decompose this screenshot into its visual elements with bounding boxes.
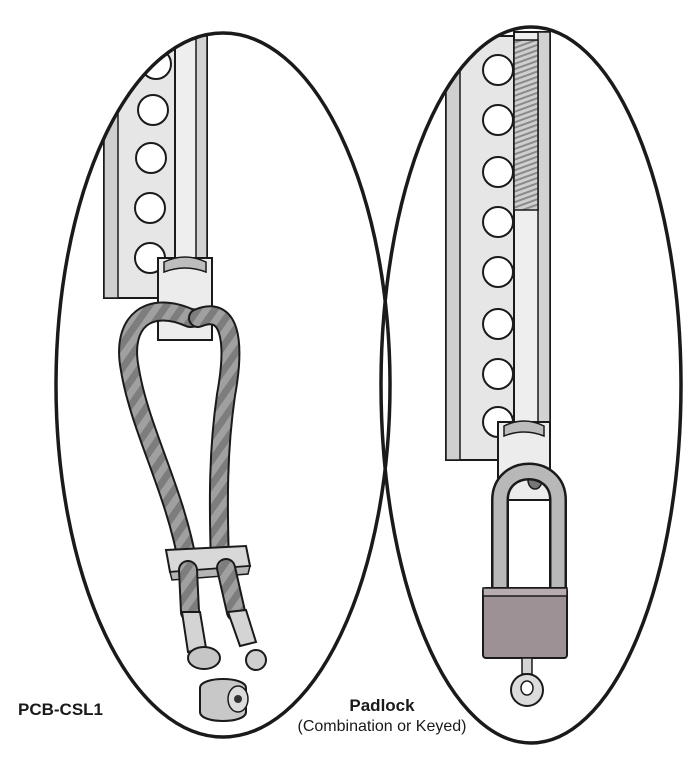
padlock-sub-label: (Combination or Keyed) [297, 718, 467, 735]
locking-pins [180, 608, 267, 671]
left-callout-ellipse [54, 31, 392, 739]
padlock-body [482, 587, 568, 659]
barrel-cap [199, 678, 249, 722]
key-icon [510, 657, 544, 707]
braided-cable [118, 301, 241, 575]
cable-lock-view [54, 31, 392, 739]
padlock-label: Padlock [349, 696, 415, 715]
trolley-bar-right [513, 31, 551, 433]
lock-block-left [157, 256, 213, 341]
padlock-label-group: Padlock (Combination or Keyed) [282, 696, 482, 736]
cable-ends [178, 558, 246, 622]
padlock-shackle [491, 462, 567, 592]
perforated-rail-right [445, 35, 515, 461]
padlock-contents [445, 31, 551, 461]
padlock-view [379, 25, 683, 745]
right-callout-ellipse [379, 25, 683, 745]
trolley-bar-left [174, 35, 208, 267]
pcb-csl1-label: PCB-CSL1 [18, 700, 104, 719]
threaded-rod [513, 39, 539, 211]
